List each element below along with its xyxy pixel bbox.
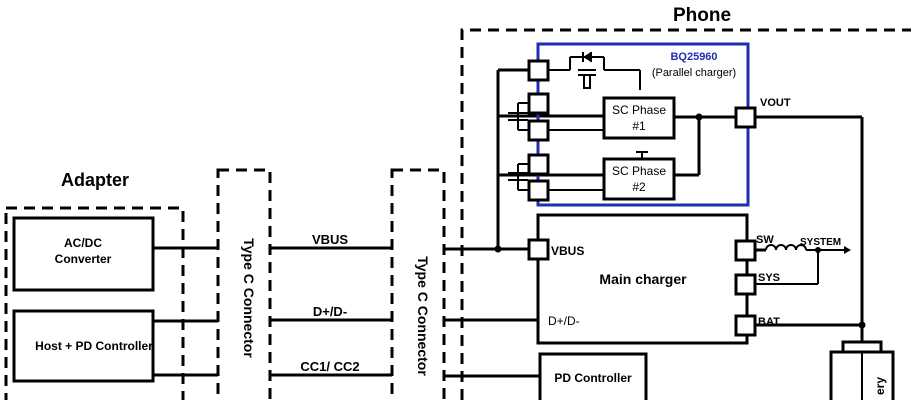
pin-sc1-cfly <box>527 119 550 142</box>
vbus-cable-label: VBUS <box>312 232 348 247</box>
main-vbus-label: VBUS <box>551 244 584 258</box>
bypass-fet-icon <box>569 52 605 89</box>
dpdm-cable-label: D+/D- <box>313 304 347 319</box>
acdc-converter-block <box>12 216 155 292</box>
sc-phase-1-label-line2: #1 <box>632 119 646 133</box>
pin-vout <box>734 106 757 129</box>
bq25960-title: BQ25960 <box>670 51 717 63</box>
sc2-top-tab <box>636 151 648 159</box>
sc-phase-2-label-line2: #2 <box>632 180 646 194</box>
pin-sc1-in <box>527 92 550 115</box>
type-c-label-adapter: Type C Connector <box>241 238 257 358</box>
acdc-label-line1: AC/DC <box>64 236 102 250</box>
pin-main-vbus <box>527 238 550 261</box>
host-pd-controller-block <box>12 309 155 383</box>
battery-label-partial: ery <box>873 377 887 395</box>
pin-sc2-cfly <box>527 179 550 202</box>
vout-junction <box>695 113 703 121</box>
adapter-title: Adapter <box>61 170 129 190</box>
pin-bypass-in <box>527 59 550 82</box>
vout-label: VOUT <box>760 97 791 109</box>
system-arrow-icon <box>844 246 851 254</box>
pd-controller-label: PD Controller <box>554 371 632 385</box>
type-c-connector-phone <box>390 168 446 400</box>
pin-sc2-in <box>527 153 550 176</box>
pin-sys <box>734 273 757 296</box>
flying-cap-1-icon <box>508 102 530 131</box>
sc-phase-2-block <box>602 157 676 201</box>
host-pd-label: Host + PD Controller <box>35 339 153 353</box>
type-c-label-phone: Type C Connector <box>415 256 431 376</box>
main-charger-block <box>536 213 749 345</box>
cc-cable-label: CC1/ CC2 <box>300 359 359 374</box>
pin-bat <box>734 314 757 337</box>
pin-sw <box>734 239 757 262</box>
sc-phase-2-label-line1: SC Phase <box>612 164 666 178</box>
adapter-boundary <box>4 206 185 400</box>
sw-label: SW <box>756 234 774 246</box>
inductor-icon <box>765 244 807 251</box>
phone-title: Phone <box>673 5 731 26</box>
main-charger-label: Main charger <box>599 271 687 287</box>
pd-controller-block <box>538 352 648 400</box>
phone-boundary <box>460 28 911 400</box>
main-dpdm-label: D+/D- <box>548 314 580 328</box>
acdc-label-line2: Converter <box>55 252 112 266</box>
system-label: SYSTEM <box>800 237 841 248</box>
type-c-connector-adapter <box>216 168 272 400</box>
bq25960-subtitle: (Parallel charger) <box>652 67 736 79</box>
sc-phase-1-label-line1: SC Phase <box>612 103 666 117</box>
sys-label: SYS <box>758 272 780 284</box>
flying-cap-2-icon <box>508 163 530 191</box>
bat-junction <box>858 321 866 329</box>
